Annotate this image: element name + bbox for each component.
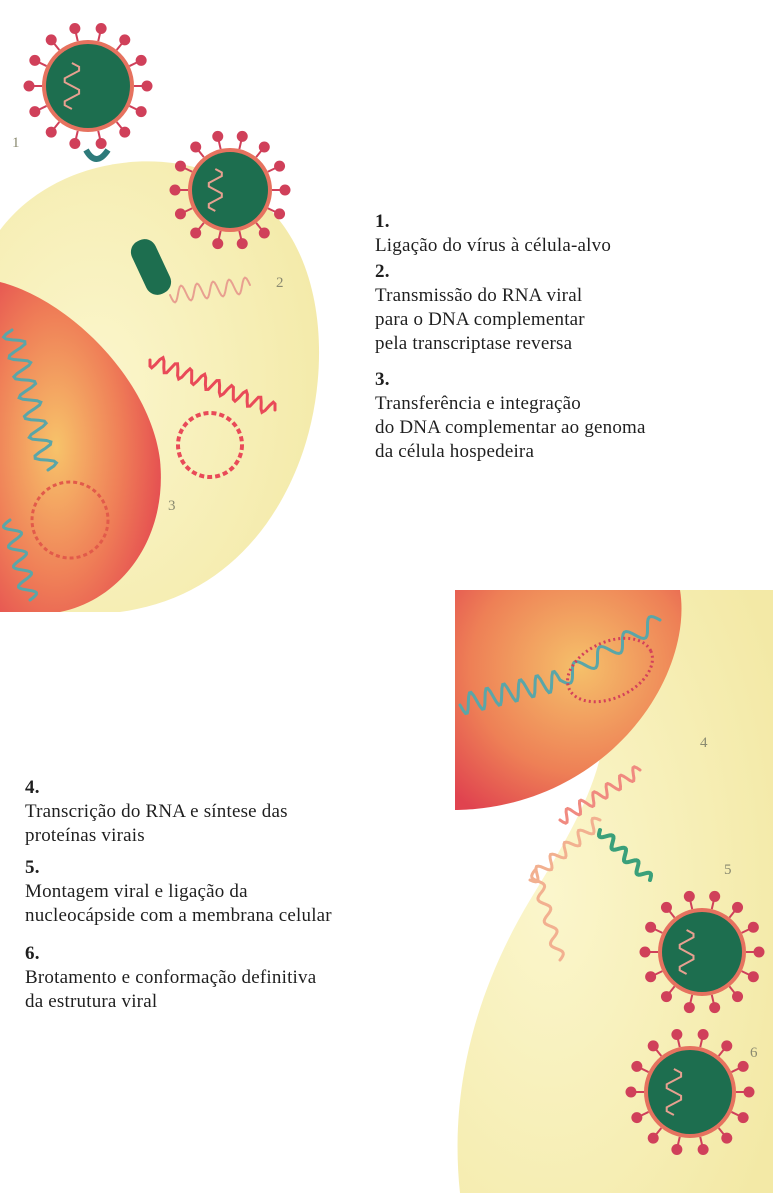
capsid <box>648 1050 732 1134</box>
spike-knob <box>640 947 651 958</box>
spike-knob <box>732 991 743 1002</box>
receptor-icon <box>86 150 108 159</box>
spike-knob <box>274 161 285 172</box>
spike-knob <box>24 81 35 92</box>
spike-knob <box>748 971 759 982</box>
step-text: Transferência e integração do DNA comple… <box>375 393 646 462</box>
spike-knob <box>259 228 270 239</box>
virus-free <box>24 23 153 149</box>
capsid <box>192 152 268 228</box>
step-number: 6. <box>25 943 40 964</box>
spike-knob <box>119 127 130 138</box>
spike-knob <box>259 141 270 152</box>
spike-knob <box>29 55 40 66</box>
spike-knob <box>237 238 248 249</box>
figure-number-1: 1 <box>12 135 20 152</box>
spike-knob <box>645 922 656 933</box>
step-2-label: 2. Transmissão do RNA viral para o DNA c… <box>375 236 585 356</box>
spike-knob <box>648 1133 659 1144</box>
figure-number-2: 2 <box>276 275 284 292</box>
spike-knob <box>698 1144 709 1155</box>
spike-knob <box>29 106 40 117</box>
spike-knob <box>175 208 186 219</box>
spike-knob <box>661 991 672 1002</box>
step-6-label: 6. Brotamento e conformação definitiva d… <box>25 918 316 1014</box>
step-number: 1. <box>375 211 390 232</box>
spike-knob <box>671 1029 682 1040</box>
step-number: 3. <box>375 369 390 390</box>
spike-knob <box>738 1112 749 1123</box>
spike-knob <box>212 131 223 142</box>
spike-knob <box>648 1040 659 1051</box>
spike-knob <box>69 138 80 149</box>
spike-knob <box>709 1002 720 1013</box>
spike-knob <box>631 1112 642 1123</box>
spike-knob <box>744 1087 755 1098</box>
spike-knob <box>698 1029 709 1040</box>
spike-knob <box>671 1144 682 1155</box>
step-text: Brotamento e conformação definitiva da e… <box>25 967 316 1012</box>
figure-number-3: 3 <box>168 498 176 515</box>
spike-knob <box>96 23 107 34</box>
spike-knob <box>237 131 248 142</box>
spike-knob <box>748 922 759 933</box>
spike-knob <box>190 141 201 152</box>
capsid <box>46 44 130 128</box>
step-number: 4. <box>25 777 40 798</box>
spike-knob <box>280 185 291 196</box>
spike-knob <box>732 902 743 913</box>
spike-knob <box>212 238 223 249</box>
spike-knob <box>274 208 285 219</box>
spike-knob <box>721 1040 732 1051</box>
capsid <box>662 912 742 992</box>
spike-knob <box>69 23 80 34</box>
spike-knob <box>661 902 672 913</box>
spike-knob <box>96 138 107 149</box>
spike-knob <box>754 947 765 958</box>
spike-knob <box>631 1061 642 1072</box>
spike-knob <box>626 1087 637 1098</box>
spike-knob <box>709 891 720 902</box>
spike-knob <box>645 971 656 982</box>
spike-knob <box>170 185 181 196</box>
spike-knob <box>175 161 186 172</box>
figure-number-5: 5 <box>724 862 732 879</box>
spike-knob <box>136 106 147 117</box>
step-number: 5. <box>25 857 40 878</box>
spike-knob <box>684 1002 695 1013</box>
spike-knob <box>46 34 57 45</box>
step-3-label: 3. Transferência e integração do DNA com… <box>375 344 646 464</box>
step-5-label: 5. Montagem viral e ligação da nucleocáp… <box>25 832 332 928</box>
step-number: 2. <box>375 261 390 282</box>
spike-knob <box>684 891 695 902</box>
spike-knob <box>142 81 153 92</box>
spike-knob <box>190 228 201 239</box>
spike-knob <box>119 34 130 45</box>
figure-number-6: 6 <box>750 1045 758 1062</box>
spike-knob <box>721 1133 732 1144</box>
spike-knob <box>46 127 57 138</box>
figure-number-4: 4 <box>700 735 708 752</box>
spike-knob <box>136 55 147 66</box>
spike-knob <box>738 1061 749 1072</box>
